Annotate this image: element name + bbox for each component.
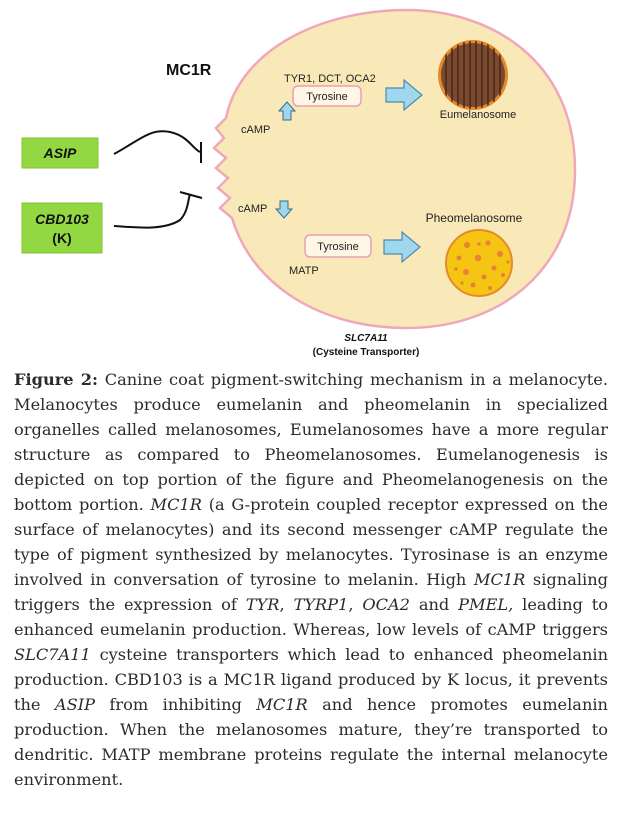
cysteine-transporter-label: (Cysteine Transporter) [313,347,420,358]
enzymes-label: TYR1, DCT, OCA2 [284,73,376,85]
camp-down-label: cAMP [238,203,267,215]
asip-label: ASIP [43,145,77,161]
figure-label: Figure 2: [14,370,98,389]
cbd103-label: CBD103 [35,211,89,227]
melanocyte-cell [212,8,577,330]
asip-box [21,137,99,169]
cbd103-inhibition-bar [179,191,203,199]
tyrosine-bottom-box [304,234,372,258]
eumelanin-arrow-icon [385,78,423,112]
tyrosine-bottom-label: Tyrosine [317,241,359,253]
k-locus-label: (K) [52,230,71,246]
cbd103-inhibition-line [113,193,191,229]
pheomelanin-arrow-icon [383,230,421,264]
eumelanosome-icon [438,40,508,110]
asip-inhibition-line [113,130,201,155]
melanocyte-diagram: MC1R ASIP CBD103 (K) cAMP cAMP TYR1, DCT… [21,8,577,358]
slc7a11-label: SLC7A11 [344,333,388,344]
down-arrow-icon [274,200,294,219]
figure-caption: Figure 2: Canine coat pigment-switching … [14,370,609,789]
tyrosine-top-label: Tyrosine [306,91,348,103]
camp-up-label: cAMP [241,124,270,136]
cbd103-box [21,202,103,254]
mc1r-label: MC1R [166,62,212,79]
eumelanosome-label: Eumelanosome [440,109,516,121]
up-arrow-icon [277,101,297,121]
pheomelanosome-icon [445,229,513,297]
tyrosine-top-box [292,85,362,107]
matp-label: MATP [289,265,319,277]
pheomelanosome-label: Pheomelanosome [426,211,523,225]
